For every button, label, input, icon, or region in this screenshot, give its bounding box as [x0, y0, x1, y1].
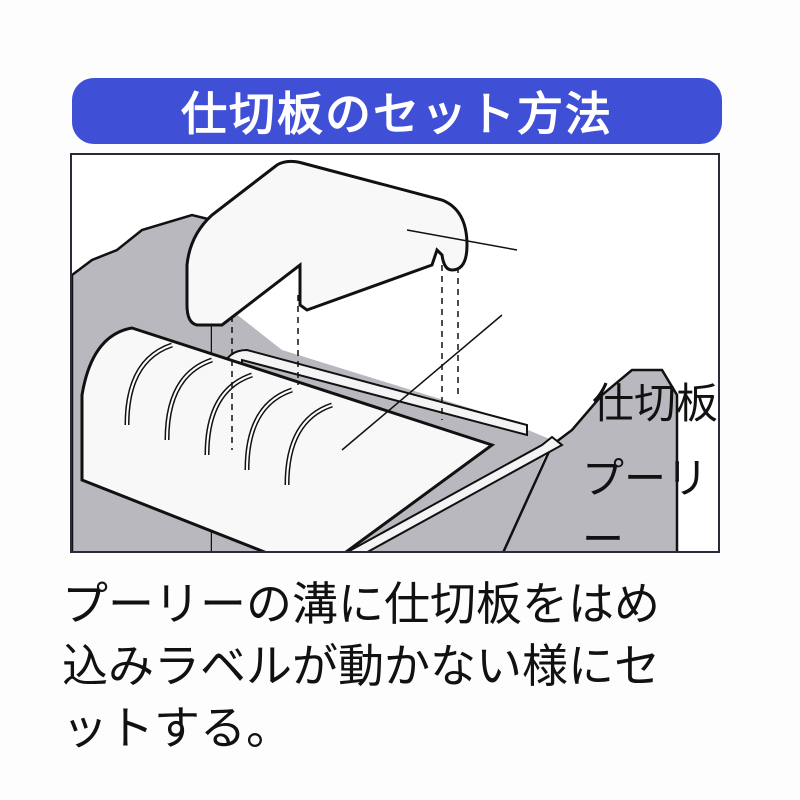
partition-setup-illustration	[72, 159, 679, 551]
pulley	[80, 326, 496, 551]
title-banner: 仕切板のセット方法	[72, 78, 722, 144]
partition-label: 仕切板	[592, 379, 719, 428]
instruction-line-2: 込みラベルが動かない様にセ	[62, 639, 660, 693]
right-side-wall	[502, 368, 679, 551]
illustration-frame: 仕切板 プーリー	[70, 153, 720, 553]
front-rail	[347, 435, 564, 551]
instruction-line-1: プーリーの溝に仕切板をはめ	[62, 577, 660, 631]
instruction-text: プーリーの溝に仕切板をはめ 込みラベルが動かない様にセ ットする。	[62, 573, 762, 759]
alignment-guides	[231, 265, 459, 450]
instruction-line-3: ットする。	[62, 701, 292, 755]
page-title: 仕切板のセット方法	[181, 87, 613, 141]
pulley-leader-line	[341, 314, 503, 451]
partition-leader-line	[406, 229, 518, 251]
partition-plate	[185, 159, 469, 327]
pulley-label: プーリー	[582, 454, 709, 553]
